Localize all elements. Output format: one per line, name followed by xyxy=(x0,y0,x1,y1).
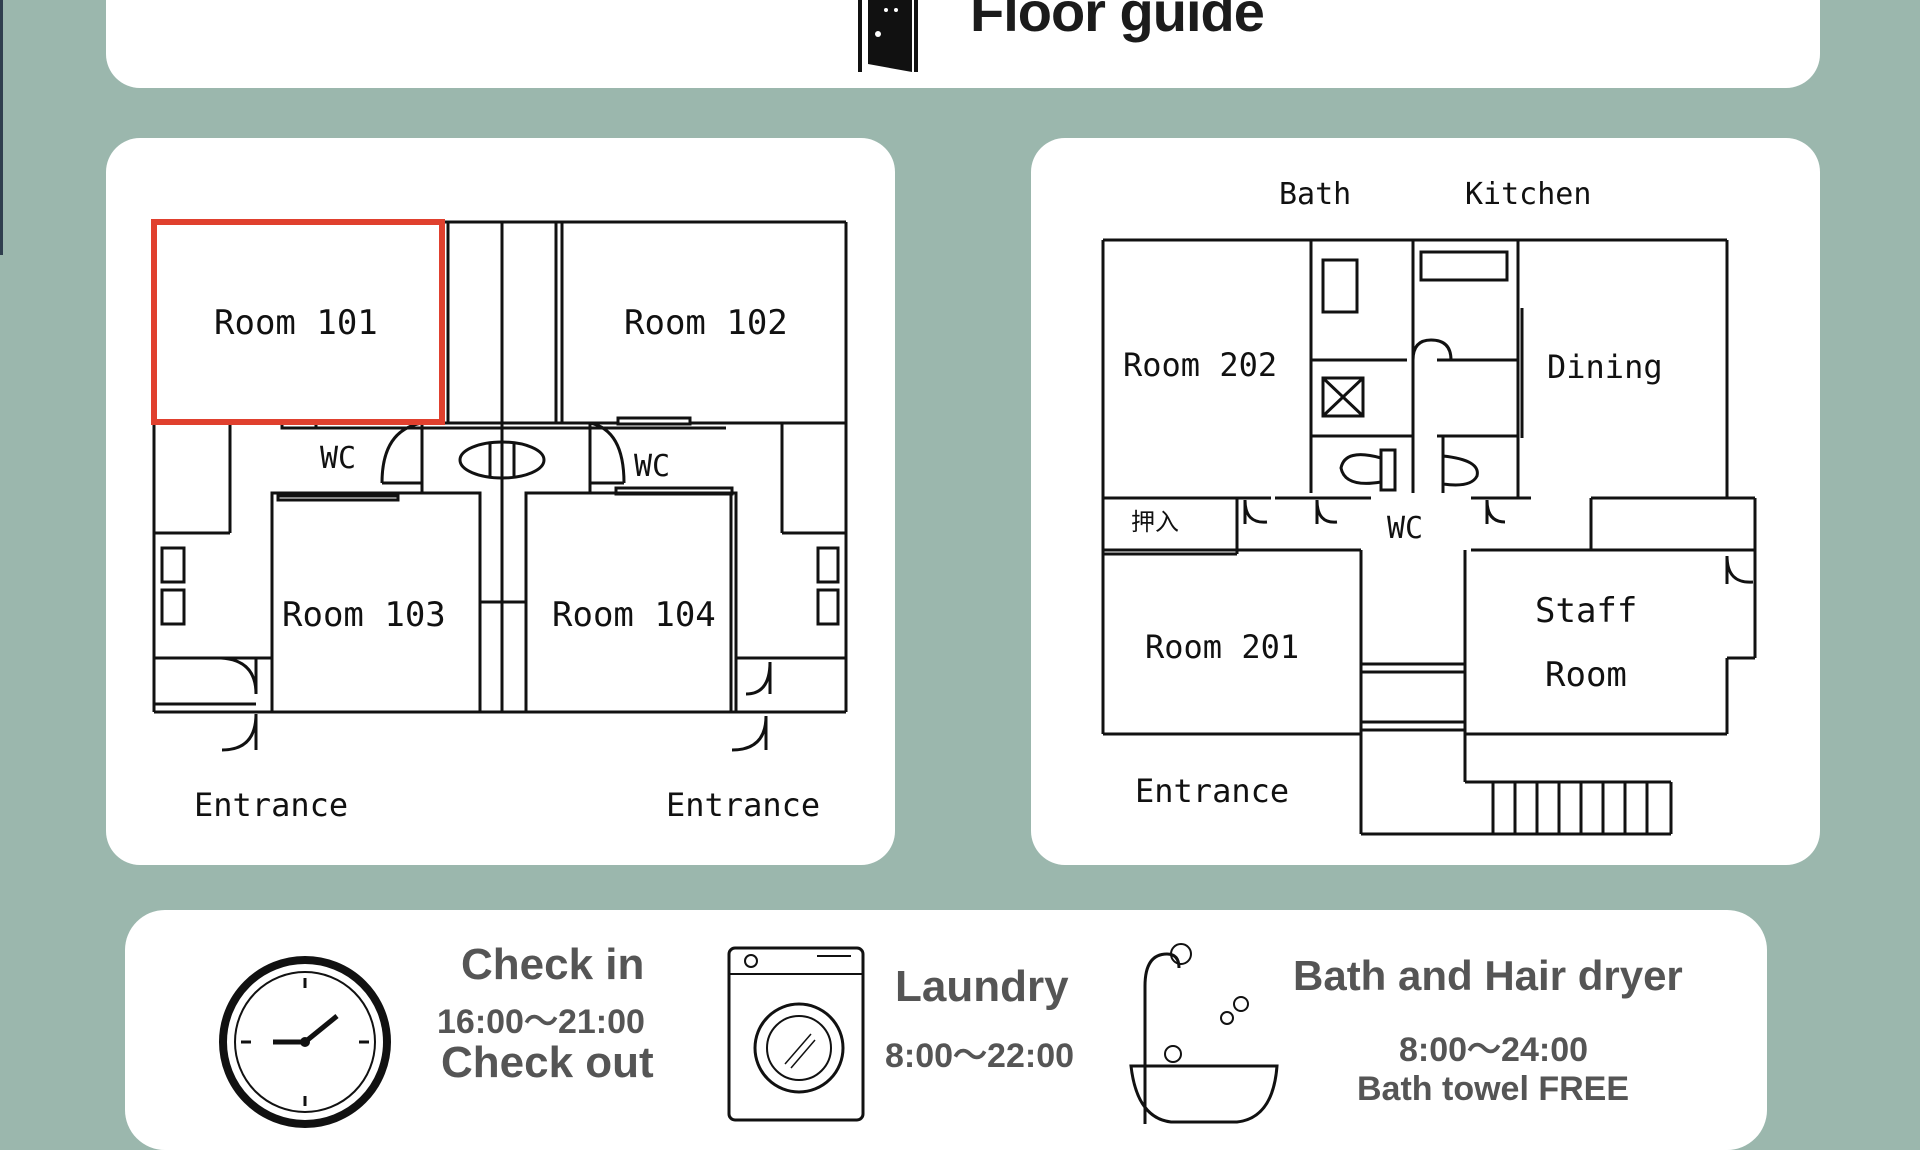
wc-label-left: WC xyxy=(320,441,356,476)
entrance-label: Entrance xyxy=(1135,772,1289,810)
room-102-label: Room 102 xyxy=(624,303,788,343)
bath-dryer-time: 8:00〜24:00 xyxy=(1399,1031,1589,1069)
floor1-plan: Room 101 Room 102 Room 103 Room 104 WC W… xyxy=(151,219,848,824)
room-104-label: Room 104 xyxy=(552,595,716,635)
floor2-plan-card: Bath Kitchen Room 202 Dining Room 201 St… xyxy=(1031,138,1820,865)
laundry-label: Laundry xyxy=(895,962,1069,1011)
header-card: Floor guide xyxy=(106,0,1820,88)
entrance-label-left: Entrance xyxy=(194,786,348,824)
floor1-plan-card: Room 101 Room 102 Room 103 Room 104 WC W… xyxy=(106,138,895,865)
dining-label: Dining xyxy=(1547,348,1663,386)
room-201-label: Room 201 xyxy=(1145,628,1299,666)
entrance-label-right: Entrance xyxy=(666,786,820,824)
door-icon xyxy=(858,0,918,72)
checkout-label: Check out xyxy=(441,1038,654,1087)
room-103-label: Room 103 xyxy=(282,595,446,635)
room-202-label: Room 202 xyxy=(1123,346,1277,384)
clock-icon xyxy=(219,956,391,1128)
wc-label: WC xyxy=(1387,511,1423,546)
laundry-time: 8:00〜22:00 xyxy=(885,1037,1075,1075)
checkin-label: Check in xyxy=(461,940,645,989)
bath-dryer-label: Bath and Hair dryer xyxy=(1293,952,1683,999)
bath-towel-note: Bath towel FREE xyxy=(1357,1070,1630,1108)
bath-label: Bath xyxy=(1279,177,1351,212)
staff-label: Staff xyxy=(1535,591,1637,631)
kitchen-label: Kitchen xyxy=(1465,177,1591,212)
wc-label-right: WC xyxy=(634,449,670,484)
washing-machine-icon xyxy=(727,946,865,1122)
room-101-label: Room 101 xyxy=(214,303,378,343)
floor2-plan: Bath Kitchen Room 202 Dining Room 201 St… xyxy=(1101,177,1757,836)
checkin-time: 16:00〜21:00 xyxy=(437,1003,645,1041)
page-title: Floor guide xyxy=(970,0,1265,43)
bathtub-icon xyxy=(1129,943,1279,1124)
info-card: Check in 16:00〜21:00 Check out Laundry 8… xyxy=(125,910,1767,1150)
closet-label: 押入 xyxy=(1131,508,1179,536)
staff-room-label: Room xyxy=(1545,655,1627,695)
room-101-highlight xyxy=(151,219,445,425)
left-edge-bar xyxy=(0,0,3,255)
